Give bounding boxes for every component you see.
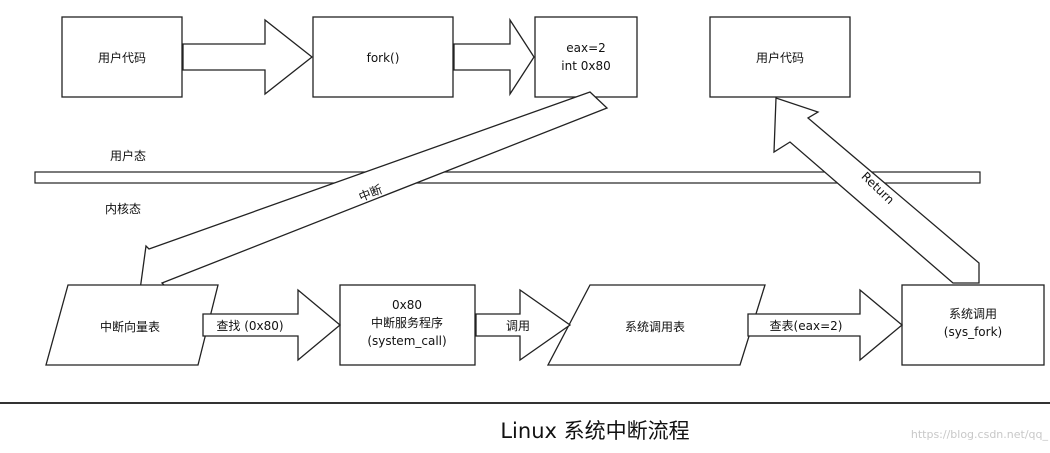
arrow-lookup-table-label: 查表(eax=2): [770, 319, 843, 333]
figure-caption: Linux 系统中断流程: [500, 419, 689, 443]
label-user-code-1: 用户代码: [98, 50, 146, 65]
box-syscall-table: [546, 284, 766, 366]
arrow-usercode-to-fork: [182, 18, 314, 96]
label-fork: fork(): [367, 51, 400, 65]
box-isr: [339, 284, 476, 366]
arrow-lookup-table: [747, 288, 904, 362]
arrow-return: [773, 97, 980, 284]
label-syscall-2: (sys_fork): [944, 325, 1002, 339]
label-isr-3: (system_call): [367, 334, 446, 348]
label-interrupt-vector-table: 中断向量表: [100, 319, 160, 334]
label-isr-2: 中断服务程序: [371, 315, 443, 330]
label-syscall-table: 系统调用表: [625, 320, 685, 334]
label-user-mode: 用户态: [110, 148, 146, 163]
box-interrupt-vector-table: [45, 284, 219, 366]
label-int: int 0x80: [561, 59, 610, 73]
arrow-lookup-label: 查找 (0x80): [216, 319, 283, 333]
watermark: https://blog.csdn.net/qq_: [911, 428, 1049, 441]
label-kernel-mode: 内核态: [105, 202, 141, 216]
box-fork: [312, 16, 454, 98]
mode-boundary-band: [34, 171, 981, 184]
box-syscall: [901, 284, 1045, 366]
box-user-code-2: [709, 16, 851, 98]
box-eax-int: [534, 16, 638, 98]
label-syscall-1: 系统调用: [949, 307, 997, 321]
label-isr-1: 0x80: [392, 298, 422, 312]
arrow-lookup: [202, 288, 342, 362]
arrow-call-label: 调用: [506, 319, 530, 333]
label-user-code-2: 用户代码: [756, 50, 804, 65]
label-eax: eax=2: [566, 41, 606, 55]
box-user-code-1: [61, 16, 183, 98]
arrow-fork-to-eax: [453, 17, 535, 97]
arrow-call: [475, 288, 572, 362]
